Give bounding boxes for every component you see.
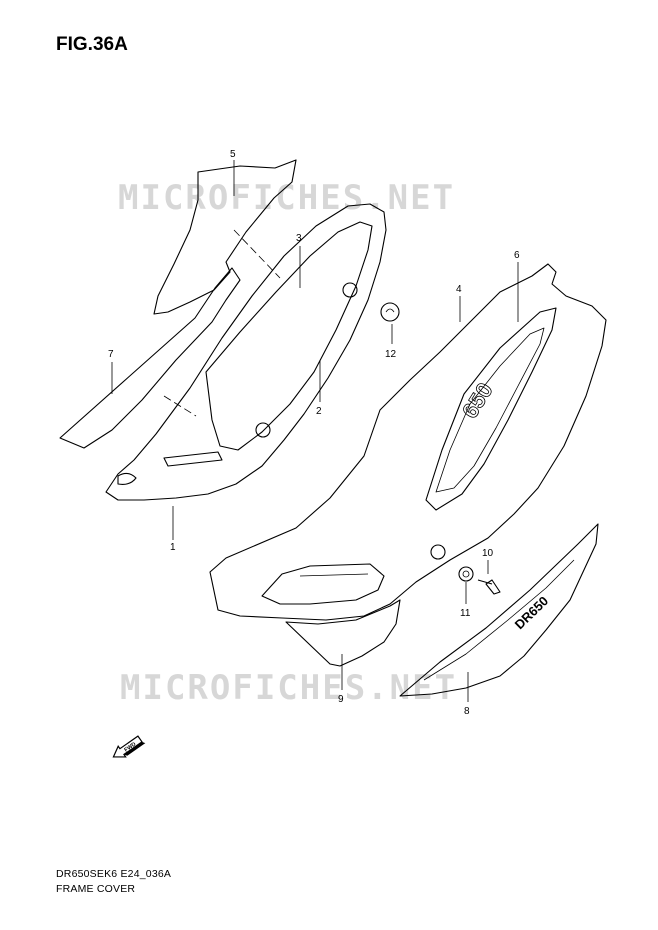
decal-model-text: DR650 — [512, 593, 552, 632]
callout-8: 8 — [464, 706, 470, 717]
part-4-vent — [261, 563, 385, 605]
callout-1: 1 — [170, 542, 176, 553]
callout-11: 11 — [460, 608, 471, 619]
part-5-sticker — [153, 159, 297, 315]
part-4-grommet — [430, 544, 446, 560]
figure-title: FIG.36A — [56, 34, 128, 55]
diagram-code: DR650SEK6 E24_036A — [56, 868, 172, 880]
callout-3: 3 — [296, 233, 302, 244]
part-1-grommet-lower — [255, 422, 271, 438]
callout-4: 4 — [456, 284, 462, 295]
callout-10: 10 — [482, 548, 494, 559]
callout-6: 6 — [514, 250, 520, 261]
diagram-name: FRAME COVER — [56, 883, 136, 895]
emblem-number: 650 — [457, 378, 498, 422]
part-4-frame-cover — [209, 263, 607, 621]
part-11-washer — [458, 566, 474, 582]
part-12-grommet — [380, 302, 400, 322]
part-1-side-cover — [105, 203, 387, 501]
part-1-tail-lens — [163, 451, 223, 467]
callout-7: 7 — [108, 349, 114, 360]
watermark-bottom: MICROFICHES.NET — [120, 668, 458, 708]
forward-arrow-icon: FWD — [112, 735, 146, 758]
watermark-top: MICROFICHES.NET — [118, 178, 456, 218]
part-1-nose — [117, 472, 137, 485]
part-10-screw — [477, 579, 501, 595]
part-1-inner-edge — [205, 221, 373, 451]
part-7-strip — [59, 267, 241, 449]
part-1-grommet-upper — [342, 282, 358, 298]
part-6-emblem-decal — [425, 307, 557, 511]
part-9-lower-panel — [285, 599, 401, 667]
callout-5: 5 — [230, 149, 236, 160]
callout-9: 9 — [338, 694, 344, 705]
callout-2: 2 — [316, 406, 322, 417]
callout-12: 12 — [385, 349, 397, 360]
part-8-decal — [399, 523, 599, 697]
